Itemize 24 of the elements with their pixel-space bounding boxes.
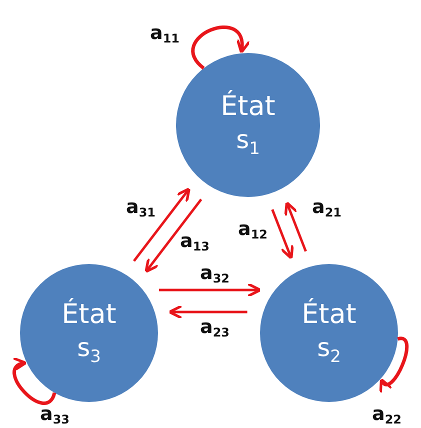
edge-label: a$_{32}$ xyxy=(200,262,230,286)
arrow xyxy=(158,282,262,298)
arrow xyxy=(133,187,191,262)
edge-label: a$_{13}$ xyxy=(180,230,210,254)
edge-label: a$_{11}$ xyxy=(150,22,180,46)
state-symbol: s$_{3}$ xyxy=(77,334,101,366)
edge-label: a$_{33}$ xyxy=(40,403,70,427)
arrow xyxy=(284,201,307,252)
arrow xyxy=(144,198,202,273)
self-loop-arrow xyxy=(191,26,250,70)
edge-label: a$_{23}$ xyxy=(200,316,230,340)
state-symbol: s$_{2}$ xyxy=(317,334,341,366)
state-label: État xyxy=(302,300,356,330)
edge-label: a$_{12}$ xyxy=(238,218,268,242)
state-label: État xyxy=(62,300,116,330)
arrow xyxy=(271,209,294,260)
edge-label: a$_{21}$ xyxy=(312,196,342,220)
edge-label: a$_{22}$ xyxy=(372,403,402,427)
self-loop-arrow xyxy=(380,336,409,394)
state-symbol: s$_{1}$ xyxy=(236,126,260,158)
edge-label: a$_{31}$ xyxy=(126,196,156,220)
self-loop-arrow xyxy=(11,359,56,405)
state-label: État xyxy=(220,92,276,122)
arrow xyxy=(168,304,248,320)
